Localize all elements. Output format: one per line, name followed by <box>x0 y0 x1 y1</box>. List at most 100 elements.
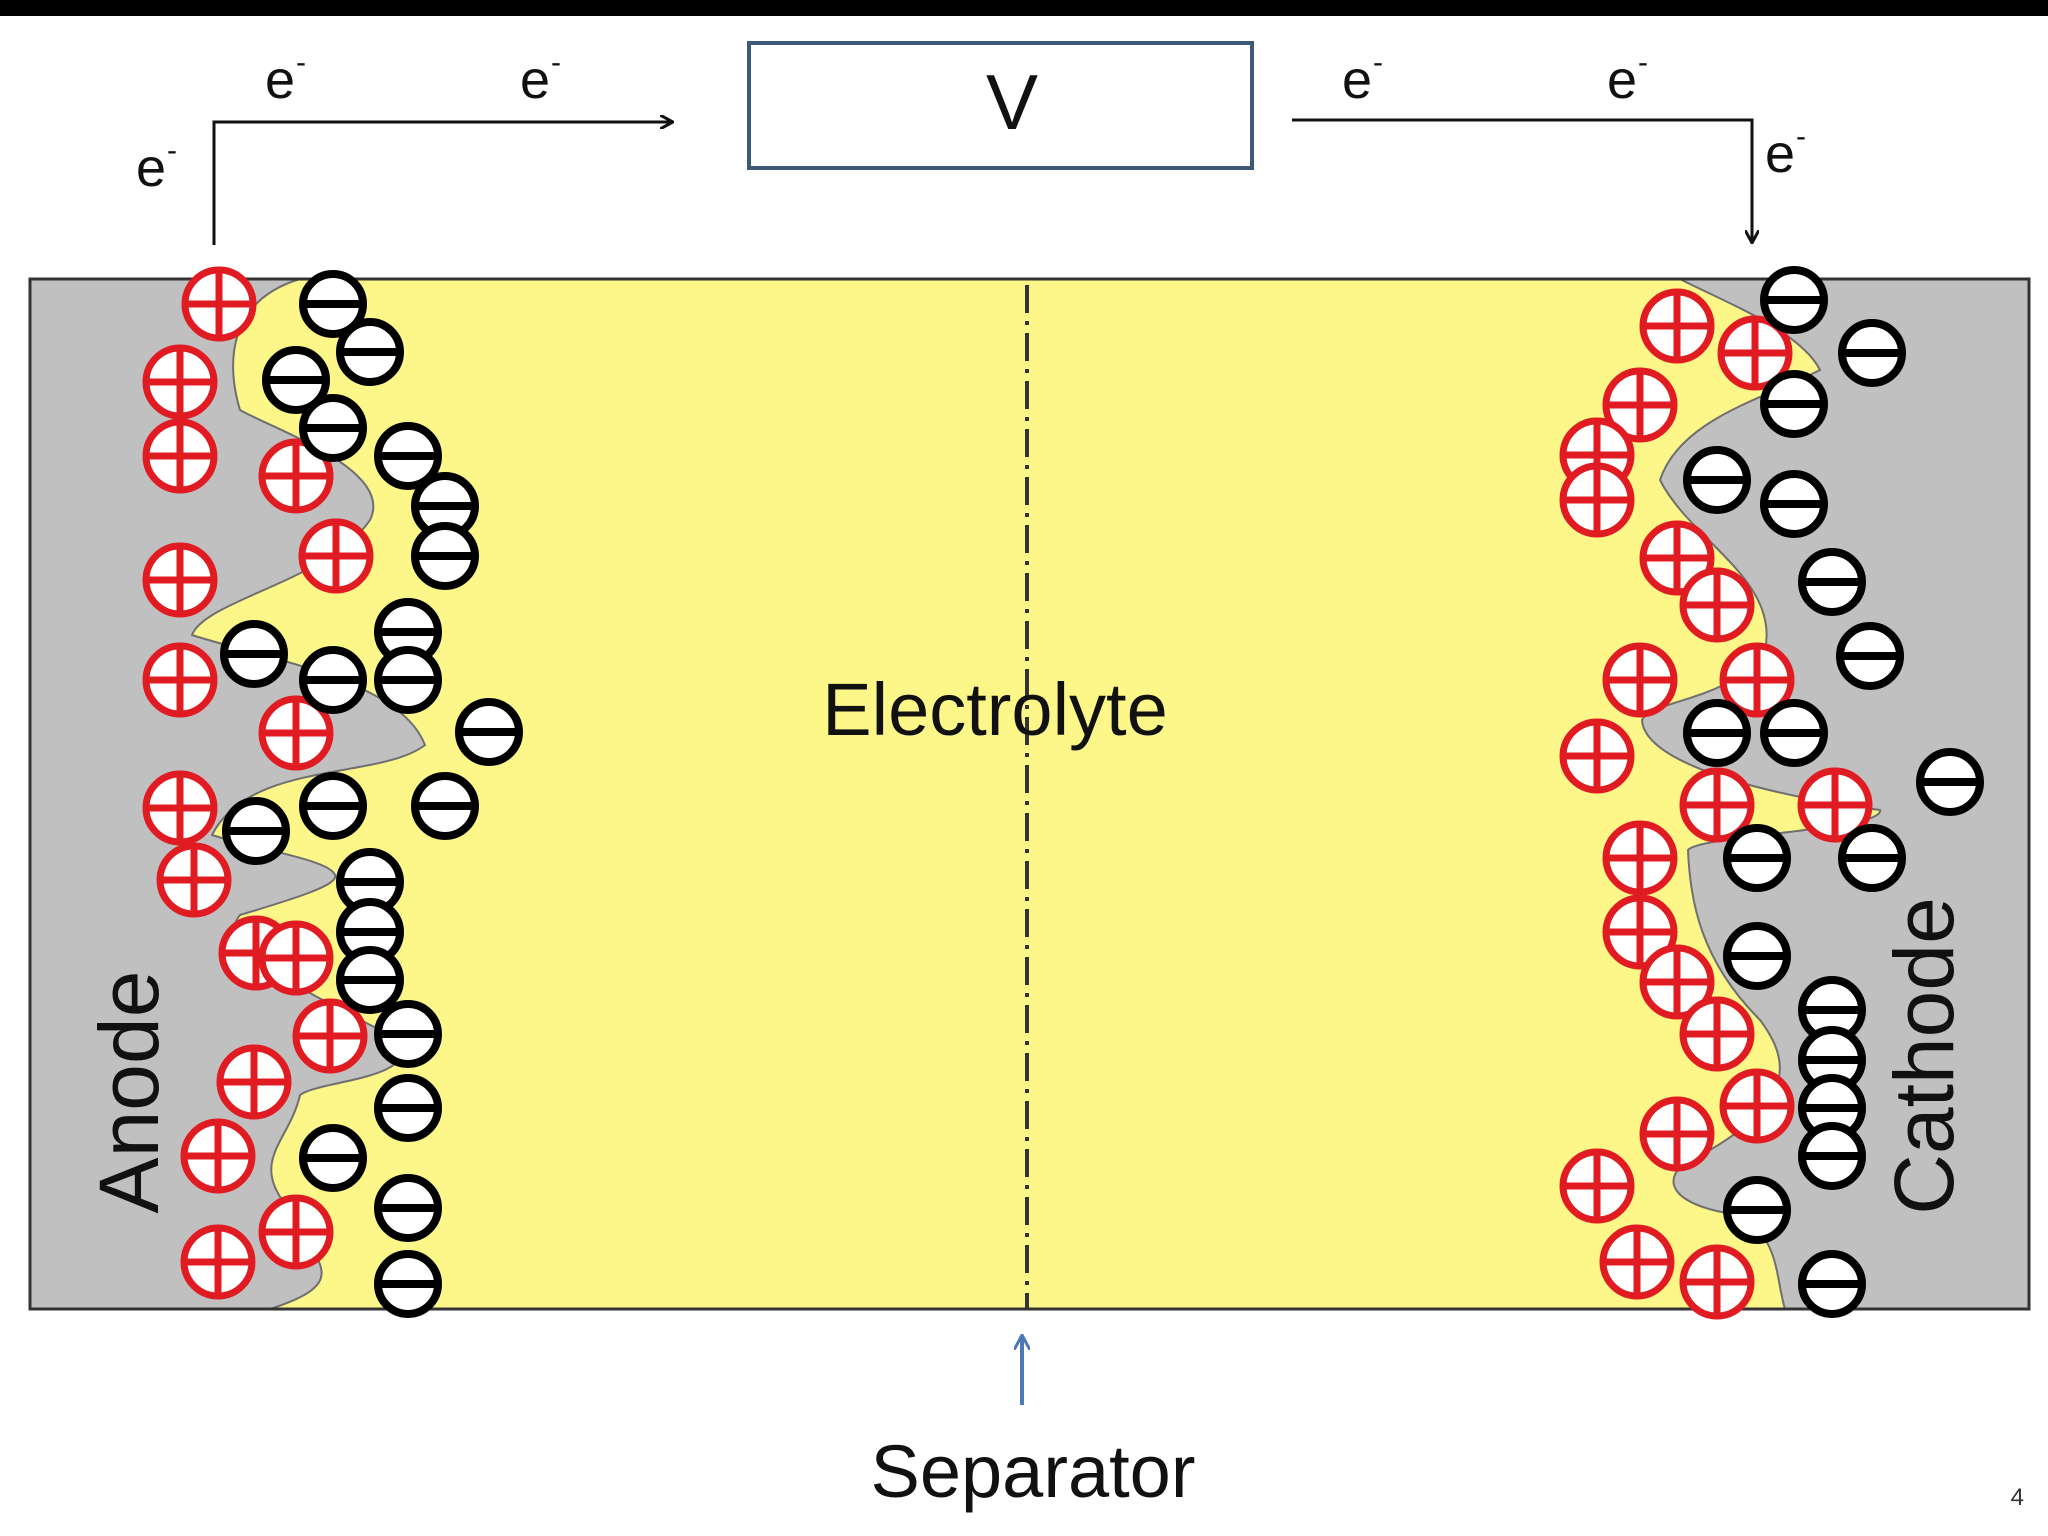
negative-ion-icon <box>1798 548 1866 616</box>
positive-ion-icon <box>258 438 334 514</box>
electron-label: e <box>520 50 550 110</box>
positive-ion-icon <box>1679 996 1755 1072</box>
positive-ion-icon <box>180 1118 256 1194</box>
positive-ion-icon <box>1679 767 1755 843</box>
negative-ion-icon <box>1838 319 1906 387</box>
electron-charge: - <box>551 46 561 79</box>
positive-ion-icon <box>142 344 218 420</box>
negative-ion-icon <box>336 946 404 1014</box>
negative-ion-icon <box>1798 1250 1866 1318</box>
positive-ion-icon <box>142 542 218 618</box>
separator-label: Separator <box>871 1430 1196 1513</box>
electron-label: e <box>136 138 166 198</box>
electron-label: e <box>265 50 295 110</box>
positive-ion-icon <box>1599 1224 1675 1300</box>
negative-ion-icon <box>222 797 290 865</box>
negative-ion-icon <box>299 270 367 338</box>
positive-ion-icon <box>1679 1244 1755 1320</box>
positive-ion-icon <box>1679 567 1755 643</box>
positive-ion-icon <box>1559 462 1635 538</box>
positive-ion-icon <box>1602 894 1678 970</box>
negative-ion-icon <box>220 620 288 688</box>
negative-ion-icon <box>374 1250 442 1318</box>
negative-ion-icon <box>1723 824 1791 892</box>
positive-ion-icon <box>1717 315 1793 391</box>
positive-ion-icon <box>1559 718 1635 794</box>
electron-label: e <box>1342 50 1372 110</box>
anode-label: Anode <box>82 971 176 1214</box>
negative-ion-icon <box>1723 922 1791 990</box>
external-circuit: V <box>212 41 1752 245</box>
voltmeter-box <box>747 41 1254 170</box>
positive-ion-icon <box>1602 642 1678 718</box>
electron-charge: - <box>1796 120 1806 153</box>
negative-ion-icon <box>262 346 330 414</box>
voltmeter-label: V <box>986 58 1038 146</box>
negative-ion-icon <box>1683 699 1751 767</box>
electrolyte-label: Electrolyte <box>822 668 1167 751</box>
ions <box>142 266 1984 1320</box>
positive-ion-icon <box>1559 1148 1635 1224</box>
positive-ion-icon <box>1719 1068 1795 1144</box>
electron-charge: - <box>1638 46 1648 79</box>
negative-ion-icon <box>299 394 367 462</box>
negative-ion-icon <box>1916 748 1984 816</box>
positive-ion-icon <box>1639 1096 1715 1172</box>
positive-ion-icon <box>1602 820 1678 896</box>
negative-ion-icon <box>374 646 442 714</box>
page-number: 4 <box>2010 1484 2024 1511</box>
negative-ion-icon <box>374 422 442 490</box>
negative-ion-icon <box>336 318 404 386</box>
positive-ion-icon <box>156 842 232 918</box>
negative-ion-icon <box>411 522 479 590</box>
electron-labels: e - e - e - e - e - e - <box>136 46 1806 198</box>
positive-ion-icon <box>258 1194 334 1270</box>
negative-ion-icon <box>1836 622 1904 690</box>
positive-ion-icon <box>292 998 368 1074</box>
electron-charge: - <box>296 46 306 79</box>
positive-ion-icon <box>258 695 334 771</box>
cathode-label: Cathode <box>1877 897 1971 1215</box>
electron-charge: - <box>167 134 177 167</box>
negative-ion-icon <box>1760 470 1828 538</box>
positive-ion-icon <box>1602 367 1678 443</box>
positive-ion-icon <box>1797 767 1873 843</box>
negative-ion-icon <box>1798 976 1866 1044</box>
cell-border <box>28 277 2031 1311</box>
electron-label: e <box>1607 50 1637 110</box>
negative-ion-icon <box>299 1124 367 1192</box>
negative-ion-icon <box>299 772 367 840</box>
positive-ion-icon <box>258 920 334 996</box>
negative-ion-icon <box>1760 699 1828 767</box>
cathode-wire <box>1292 118 1752 242</box>
negative-ion-icon <box>374 1000 442 1068</box>
negative-ion-icon <box>1798 1026 1866 1094</box>
negative-ion-icon <box>1683 446 1751 514</box>
negative-ion-icon <box>1723 1176 1791 1244</box>
positive-ion-icon <box>1719 642 1795 718</box>
negative-ion-icon <box>455 698 523 766</box>
positive-ion-icon <box>142 770 218 846</box>
electron-label: e <box>1765 124 1795 184</box>
positive-ion-icon <box>180 1224 256 1300</box>
top-bar <box>0 0 2048 16</box>
negative-ion-icon <box>1760 370 1828 438</box>
negative-ion-icon <box>374 1074 442 1142</box>
positive-ion-icon <box>298 518 374 594</box>
negative-ion-icon <box>1760 266 1828 334</box>
positive-ion-icon <box>181 266 257 342</box>
negative-ion-icon <box>411 772 479 840</box>
negative-ion-icon <box>299 646 367 714</box>
negative-ion-icon <box>374 1174 442 1242</box>
positive-ion-icon <box>1639 944 1715 1020</box>
positive-ion-icon <box>216 1044 292 1120</box>
positive-ion-icon <box>1639 288 1715 364</box>
negative-ion-icon <box>1838 824 1906 892</box>
electron-charge: - <box>1373 46 1383 79</box>
anode-wire <box>212 122 672 245</box>
positive-ion-icon <box>142 642 218 718</box>
positive-ion-icon <box>1639 520 1715 596</box>
positive-ion-icon <box>142 418 218 494</box>
negative-ion-icon <box>1798 1122 1866 1190</box>
